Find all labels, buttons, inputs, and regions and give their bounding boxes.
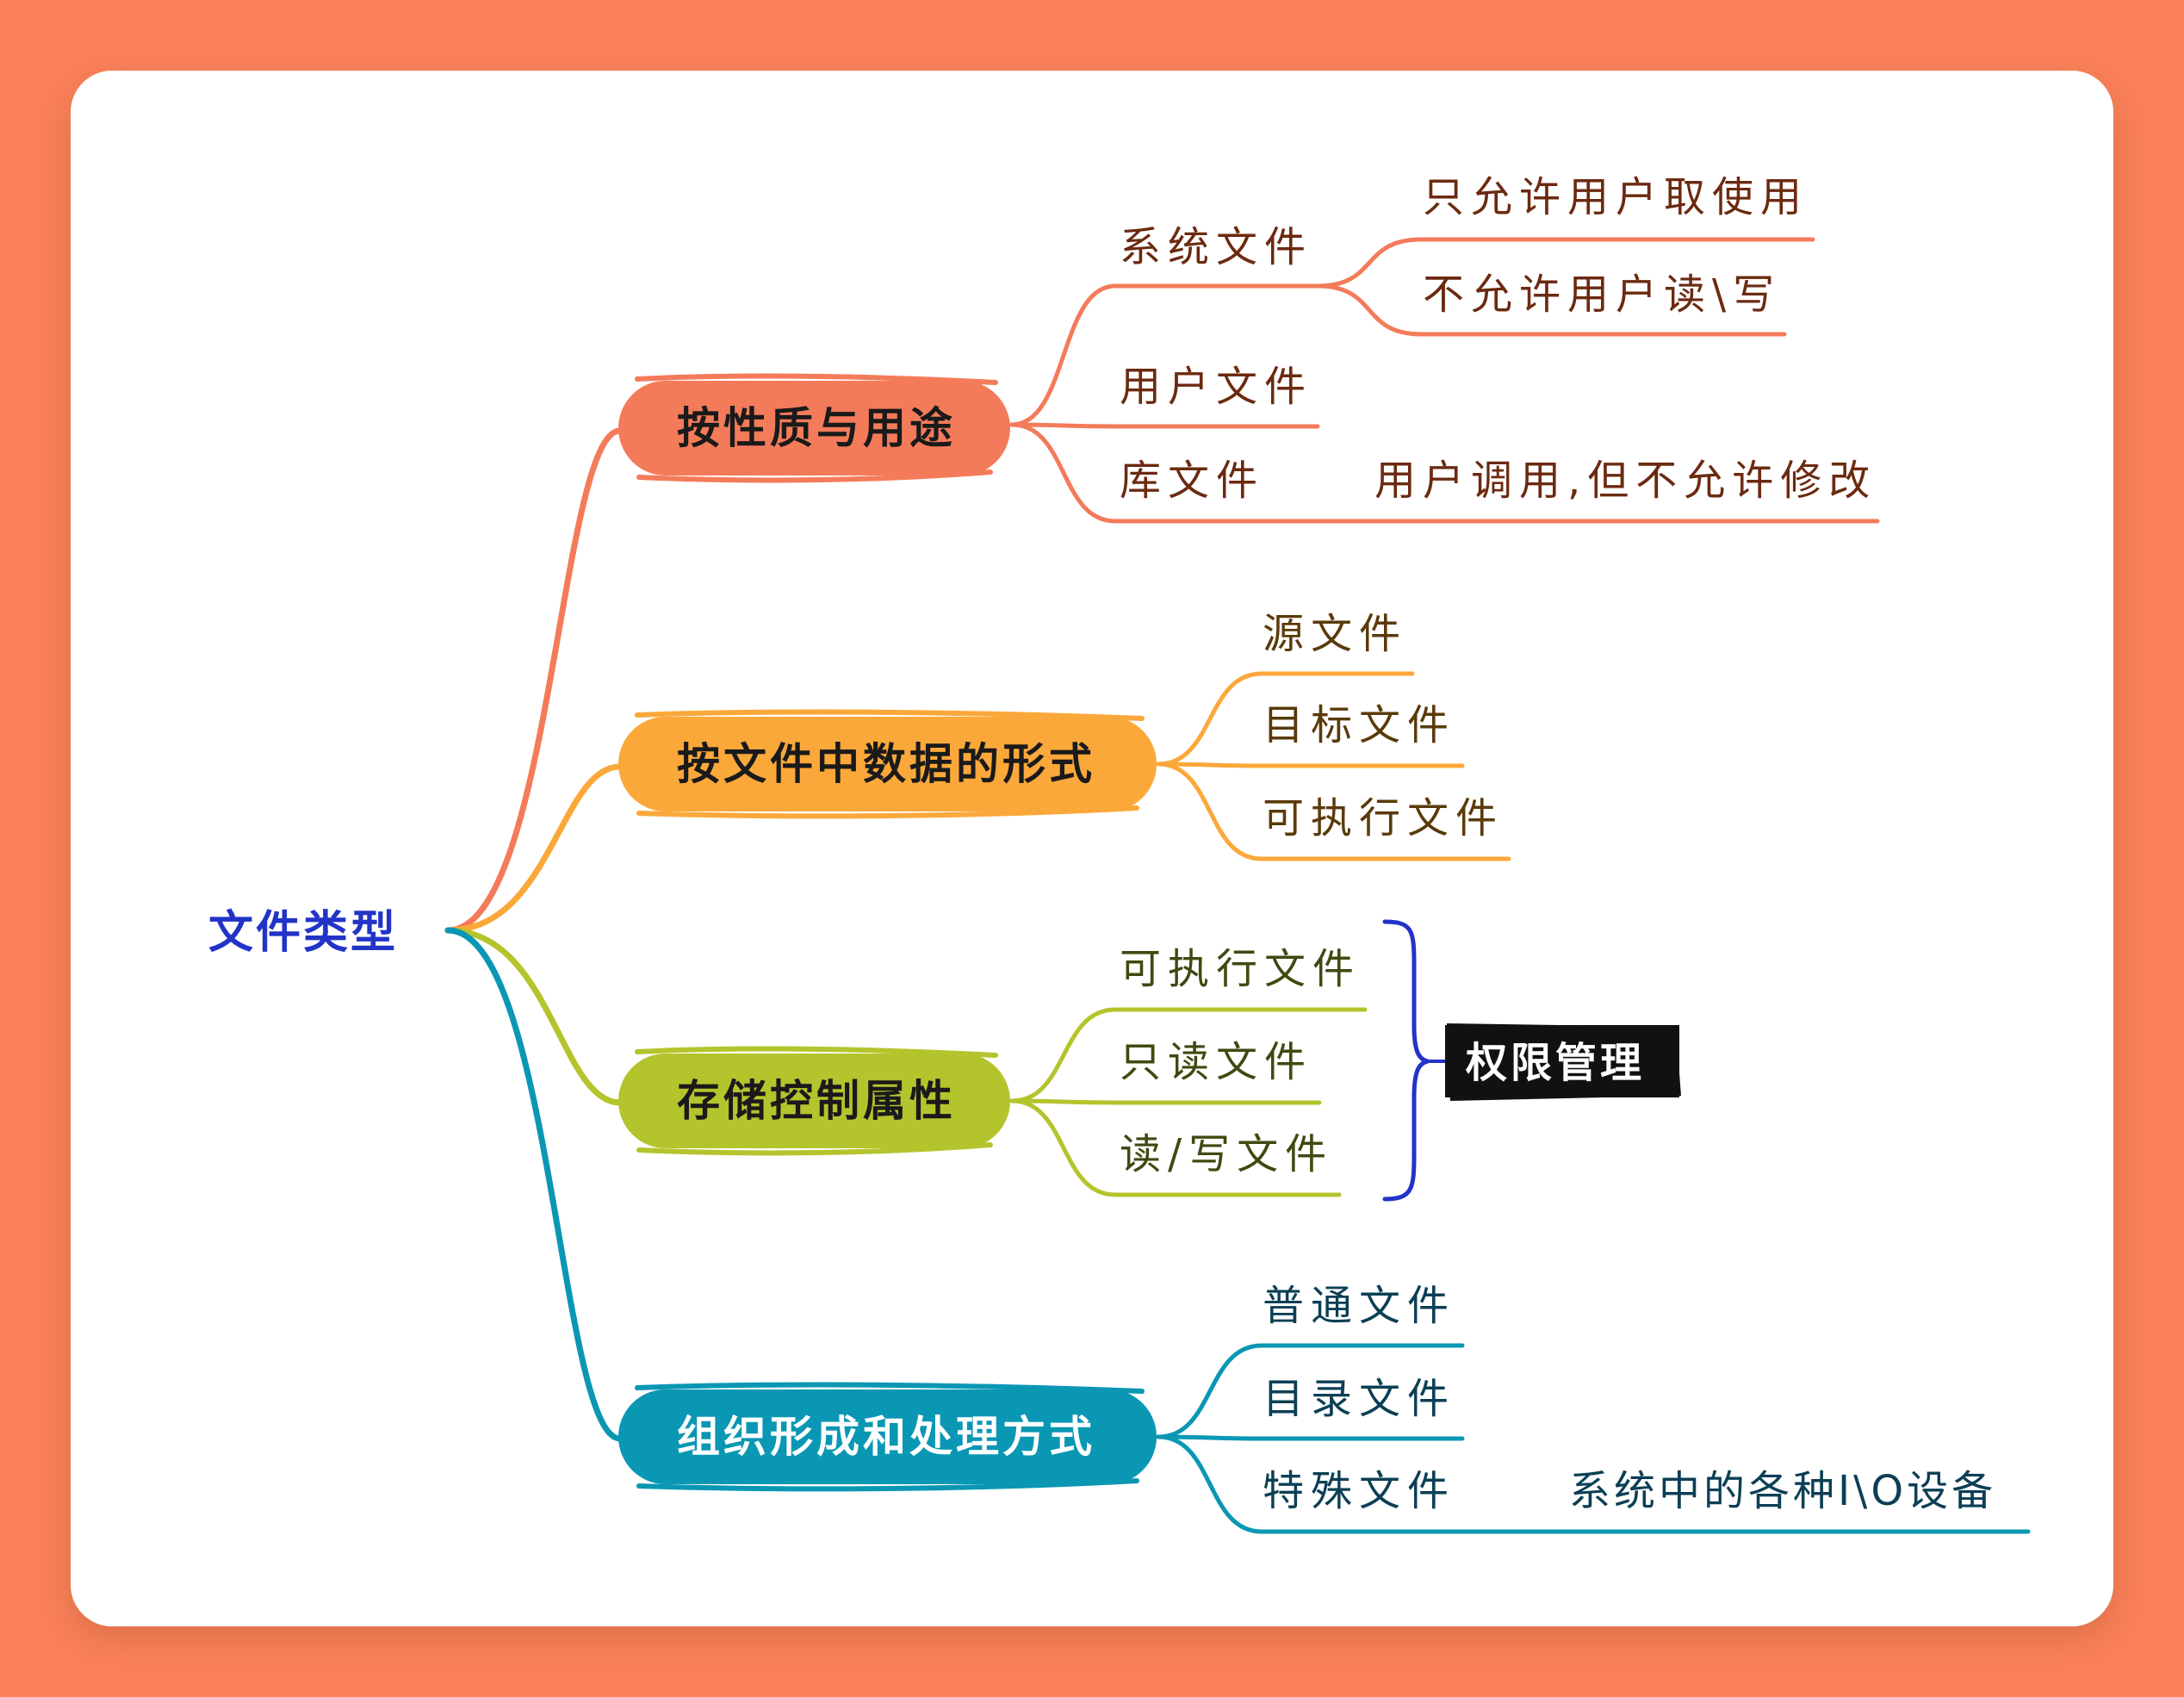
branch-pill-3-bg <box>618 1054 1010 1148</box>
connector-root-branch-3 <box>444 927 624 1106</box>
branch-label-3: 存储控制属性 <box>677 1076 956 1126</box>
connector-b2-exec <box>1156 761 1511 861</box>
branch-pill-2[interactable]: 按文件中数据的形式 <box>618 709 1157 819</box>
leaf-b3-readonly-file[interactable]: 只读文件 <box>1120 1038 1312 1086</box>
branch-pill-3-sketch <box>635 1046 998 1058</box>
branch-pill-4[interactable]: 组织形成和处理方式 <box>618 1382 1157 1492</box>
summary-tag[interactable]: 权限管理 <box>1445 1023 1681 1101</box>
leaf-b2-source-file[interactable]: 源文件 <box>1263 610 1407 658</box>
connector-b3-exec <box>1009 1007 1368 1103</box>
summary-tag-sketch <box>1447 1023 1681 1101</box>
connector-b2-source <box>1156 671 1415 767</box>
branch-pill-1[interactable]: 按性质与用途 <box>618 373 1010 483</box>
branch-pill-3-sketch-2 <box>636 1142 993 1156</box>
branch-pill-2-bg <box>618 717 1157 811</box>
leaf-b1-system-sub1[interactable]: 只允许用户取使用 <box>1423 173 1809 221</box>
branch-pill-1-bg <box>618 381 1010 476</box>
leaf-b2-exec-file[interactable]: 可执行文件 <box>1263 794 1504 842</box>
summary-bracket <box>1382 919 1429 1202</box>
leaf-b1-user-file[interactable]: 用户文件 <box>1120 363 1312 411</box>
connector-b3-readonly <box>1009 1098 1322 1105</box>
leaf-b1-library-file[interactable]: 库文件 <box>1120 457 1264 505</box>
connector-b1-user <box>1009 422 1320 429</box>
leaf-b3-readwrite-file[interactable]: 读/写文件 <box>1120 1130 1333 1178</box>
branch-label-2: 按文件中数据的形式 <box>677 739 1095 789</box>
leaf-b4-special-sub[interactable]: 系统中的各种I\O设备 <box>1569 1467 1996 1515</box>
connector-b1-lib <box>1009 422 1880 524</box>
branch-label-4: 组织形成和处理方式 <box>677 1412 1095 1462</box>
leaf-b1-library-sub[interactable]: 用户调用,但不允许修改 <box>1374 457 1877 505</box>
leaf-b4-special-file[interactable]: 特殊文件 <box>1263 1467 1455 1515</box>
connector-b4-dir <box>1156 1434 1465 1441</box>
leaf-b1-system-file[interactable]: 系统文件 <box>1120 223 1312 271</box>
mindmap-canvas <box>71 71 2113 1626</box>
branch-label-1: 按性质与用途 <box>677 403 956 453</box>
leaf-b2-object-file[interactable]: 目标文件 <box>1263 701 1455 749</box>
connector-b2-object <box>1156 761 1465 768</box>
leaf-b1-system-sub2[interactable]: 不允许用户读\写 <box>1423 270 1781 319</box>
connector-b4-special <box>1156 1434 2031 1534</box>
branch-pill-4-bg <box>618 1389 1157 1484</box>
connector-system-sub2 <box>1315 283 1787 337</box>
root-topic: 文件类型 <box>208 907 398 959</box>
branch-pill-1-sketch-2 <box>636 469 993 483</box>
leaf-b4-normal-file[interactable]: 普通文件 <box>1263 1282 1455 1330</box>
summary-tag-label: 权限管理 <box>1465 1039 1645 1087</box>
branch-pill-2-sketch <box>635 709 1145 721</box>
connector-root-branch-1 <box>444 427 624 934</box>
branch-pill-1-sketch <box>635 373 998 385</box>
branch-pill-4-sketch <box>635 1382 1145 1394</box>
connector-root-branch-4 <box>444 927 624 1442</box>
branch-pill-2-sketch-2 <box>636 805 1139 819</box>
connector-b1-system <box>1009 283 1320 427</box>
connector-b4-normal <box>1156 1343 1465 1439</box>
branch-pill-3[interactable]: 存储控制属性 <box>618 1046 1010 1156</box>
connector-root-branch-2 <box>444 763 624 934</box>
connector-system-sub1 <box>1315 237 1815 289</box>
leaf-b3-exec-file[interactable]: 可执行文件 <box>1120 945 1361 993</box>
leaf-b4-directory-file[interactable]: 目录文件 <box>1263 1375 1455 1423</box>
connector-b3-readwrite <box>1009 1098 1342 1197</box>
branch-pill-4-sketch-2 <box>636 1478 1139 1492</box>
